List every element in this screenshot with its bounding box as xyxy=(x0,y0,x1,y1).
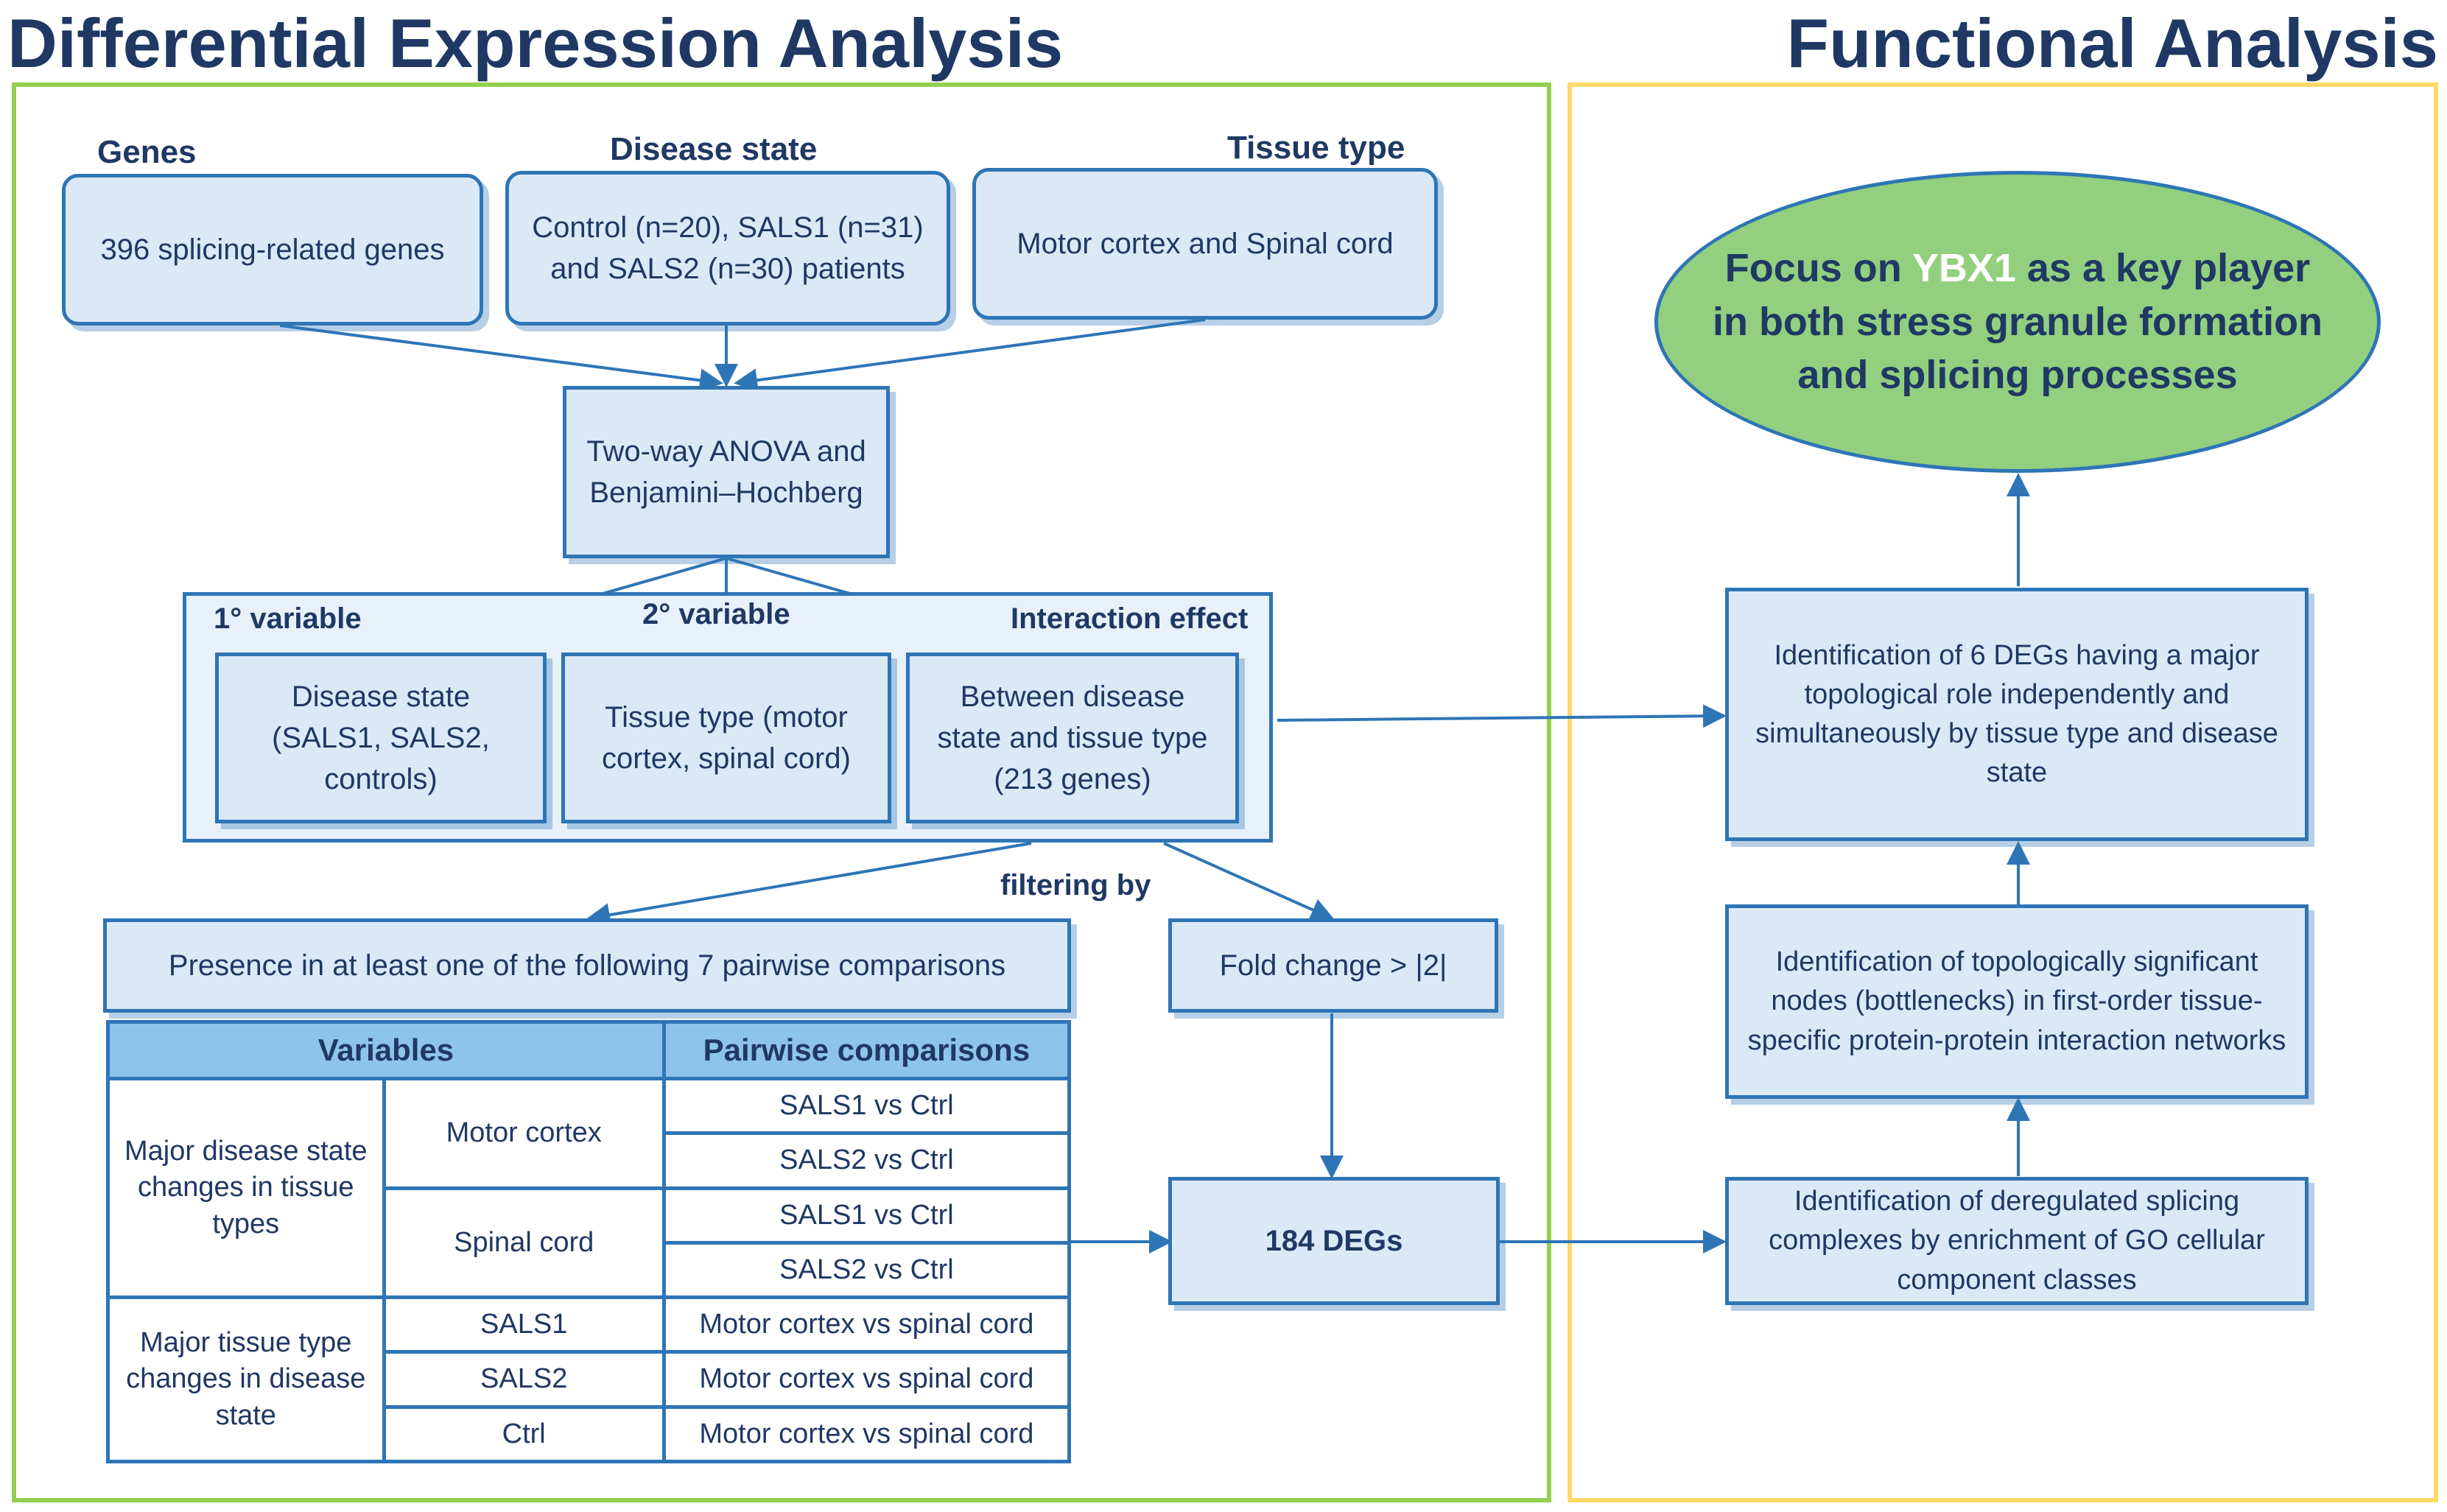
disease-state-label: Disease state xyxy=(610,131,818,167)
ybx1-focus-ellipse: Focus on YBX1 as a key player in both st… xyxy=(1654,171,2381,473)
presence-box: Presence in at least one of the followin… xyxy=(103,918,1071,1013)
focus-suffix: as a key player in both stress granule f… xyxy=(1712,245,2323,398)
group-disease-state-changes: Major disease state changes in tissue ty… xyxy=(106,1076,386,1300)
comparison-cell: SALS1 vs Ctrl xyxy=(661,1186,1072,1245)
fold-change-box: Fold change > |2| xyxy=(1168,918,1498,1013)
first-variable-box: Disease state (SALS1, SALS2, controls) xyxy=(215,653,547,823)
ybx1-gene-name: YBX1 xyxy=(1911,245,2016,290)
comparison-cell: Motor cortex vs spinal cord xyxy=(661,1404,1072,1464)
six-degs-box: Identification of 6 DEGs having a major … xyxy=(1725,588,2309,841)
tissue-type-box: Motor cortex and Spinal cord xyxy=(972,168,1438,320)
pairwise-comparison-table: Variables Pairwise comparisons Major dis… xyxy=(106,1020,1072,1464)
degs-box: 184 DEGs xyxy=(1168,1177,1500,1305)
interaction-box: Between disease state and tissue type (2… xyxy=(906,653,1239,823)
filtering-by-label: filtering by xyxy=(1000,869,1151,901)
sub-ctrl: Ctrl xyxy=(382,1404,666,1464)
ybx1-focus-text: Focus on YBX1 as a key player in both st… xyxy=(1702,242,2333,403)
sub-sals2: SALS2 xyxy=(382,1350,666,1409)
functional-analysis-panel xyxy=(1567,82,2438,1502)
second-variable-label: 2° variable xyxy=(642,598,790,630)
arrow-block-to-presence xyxy=(586,842,1032,927)
comparison-cell: SALS2 vs Ctrl xyxy=(661,1240,1072,1300)
disease-state-box: Control (n=20), SALS1 (n=31) and SALS2 (… xyxy=(505,171,950,326)
go-complexes-box: Identification of deregulated splicing c… xyxy=(1725,1177,2309,1305)
tissue-type-label: Tissue type xyxy=(1227,130,1405,166)
arrow-interaction-to-sixdegs xyxy=(1277,704,1727,728)
group-tissue-type-changes: Major tissue type changes in disease sta… xyxy=(106,1295,386,1463)
comparison-cell: Motor cortex vs spinal cord xyxy=(661,1350,1072,1409)
comparison-cell: SALS2 vs Ctrl xyxy=(661,1131,1072,1190)
arrow-genes-to-anova xyxy=(279,324,723,393)
anova-box: Two-way ANOVA and Benjamini–Hochberg xyxy=(563,386,890,558)
variables-header: Variables xyxy=(106,1020,666,1080)
title-functional-analysis: Functional Analysis xyxy=(1786,4,2438,82)
bottlenecks-box: Identification of topologically signific… xyxy=(1725,904,2309,1099)
second-variable-box: Tissue type (motor cortex, spinal cord) xyxy=(561,653,891,823)
comparison-cell: Motor cortex vs spinal cord xyxy=(661,1295,1072,1354)
interaction-effect-label: Interaction effect xyxy=(1011,602,1249,635)
title-differential-expression: Differential Expression Analysis xyxy=(7,4,1064,82)
arrow-block-to-foldchange xyxy=(1163,842,1335,921)
genes-label: Genes xyxy=(97,134,197,170)
arrow-tissue-to-anova xyxy=(734,318,1206,393)
first-variable-label: 1° variable xyxy=(214,602,362,635)
differential-expression-panel xyxy=(12,82,1551,1502)
sub-motor-cortex: Motor cortex xyxy=(382,1077,666,1190)
pairwise-header: Pairwise comparisons xyxy=(661,1020,1072,1080)
sub-spinal-cord: Spinal cord xyxy=(382,1186,666,1300)
comparison-cell: SALS1 vs Ctrl xyxy=(661,1076,1072,1136)
sub-sals1: SALS1 xyxy=(382,1295,666,1354)
genes-box: 396 splicing-related genes xyxy=(62,174,483,326)
focus-prefix: Focus on xyxy=(1724,245,1912,290)
